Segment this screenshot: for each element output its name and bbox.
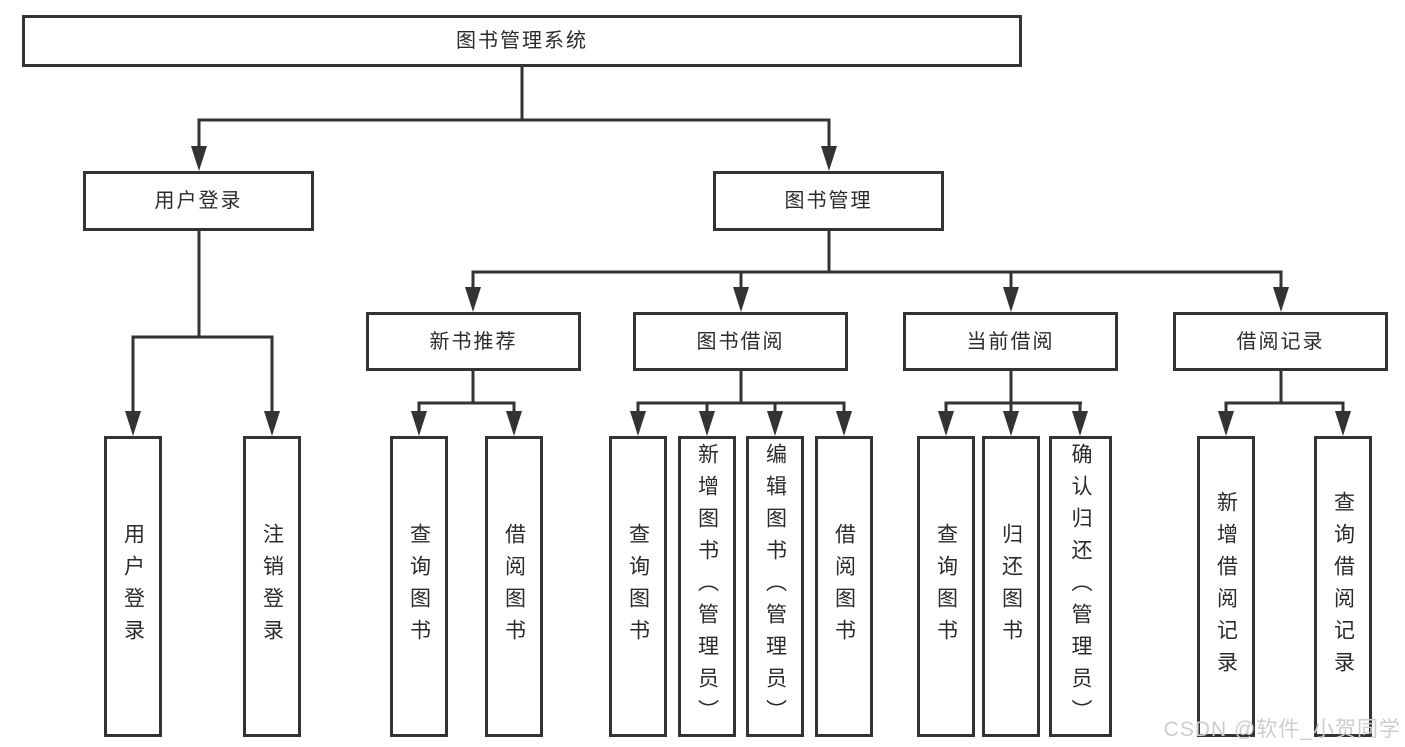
leaf-label: 借阅图书 (502, 522, 526, 651)
node-label: 当前借阅 (966, 330, 1055, 353)
leaf-label: 新增图书（管理员） (695, 442, 719, 731)
node-label: 图书借阅 (696, 330, 785, 353)
leaf-label: 用户登录 (121, 522, 145, 651)
node-label: 图书管理 (784, 190, 873, 212)
connector-user-login-to-leaves (125, 231, 280, 436)
connector-book-mgmt-to-level3 (465, 231, 1289, 312)
leaf-label: 归还图书 (999, 522, 1023, 651)
leaf-label: 查询图书 (626, 522, 650, 651)
leaf-user-login: 用户登录 (104, 436, 162, 737)
connector-new-book-rec-to-leaves (411, 371, 522, 436)
leaf-add-books-admin: 新增图书（管理员） (678, 436, 736, 737)
connector-current-borrow-to-leaves (938, 371, 1088, 436)
leaf-label: 查询图书 (934, 522, 958, 651)
leaf-query-books-1: 查询图书 (390, 436, 448, 737)
node-root-library-management-system: 图书管理系统 (22, 15, 1022, 67)
node-book-management: 图书管理 (713, 171, 944, 231)
connector-root-to-level2 (191, 67, 837, 171)
leaf-label: 查询借阅记录 (1331, 490, 1355, 683)
leaf-logout: 注销登录 (243, 436, 301, 737)
leaf-label: 编辑图书（管理员） (763, 442, 787, 731)
leaf-label: 查询图书 (407, 522, 431, 651)
leaf-query-borrow-record: 查询借阅记录 (1314, 436, 1372, 737)
node-new-book-recommend: 新书推荐 (366, 312, 581, 371)
node-borrow-records: 借阅记录 (1173, 312, 1388, 371)
node-label: 借阅记录 (1236, 330, 1325, 353)
connector-book-borrow-to-leaves (630, 371, 852, 436)
leaf-label: 借阅图书 (832, 522, 856, 651)
node-current-borrow: 当前借阅 (903, 312, 1118, 371)
leaf-confirm-return-admin: 确认归还（管理员） (1049, 436, 1112, 737)
leaf-label: 新增借阅记录 (1214, 490, 1238, 683)
leaf-borrow-books-2: 借阅图书 (815, 436, 873, 737)
leaf-borrow-books-1: 借阅图书 (485, 436, 543, 737)
leaf-return-books: 归还图书 (982, 436, 1040, 737)
node-user-login: 用户登录 (83, 171, 314, 231)
leaf-query-books-2: 查询图书 (609, 436, 667, 737)
csdn-watermark: CSDN @软件_小贺同学 (1163, 718, 1401, 741)
leaf-edit-books-admin: 编辑图书（管理员） (746, 436, 804, 737)
leaf-label: 确认归还（管理员） (1069, 442, 1092, 731)
leaf-label: 注销登录 (260, 522, 284, 651)
leaf-query-books-3: 查询图书 (917, 436, 975, 737)
connector-borrow-records-to-leaves (1218, 371, 1351, 436)
node-label: 新书推荐 (429, 330, 518, 353)
leaf-add-borrow-record: 新增借阅记录 (1197, 436, 1255, 737)
node-book-borrow: 图书借阅 (633, 312, 848, 371)
node-label: 用户登录 (154, 190, 243, 212)
node-label: 图书管理系统 (456, 30, 588, 52)
